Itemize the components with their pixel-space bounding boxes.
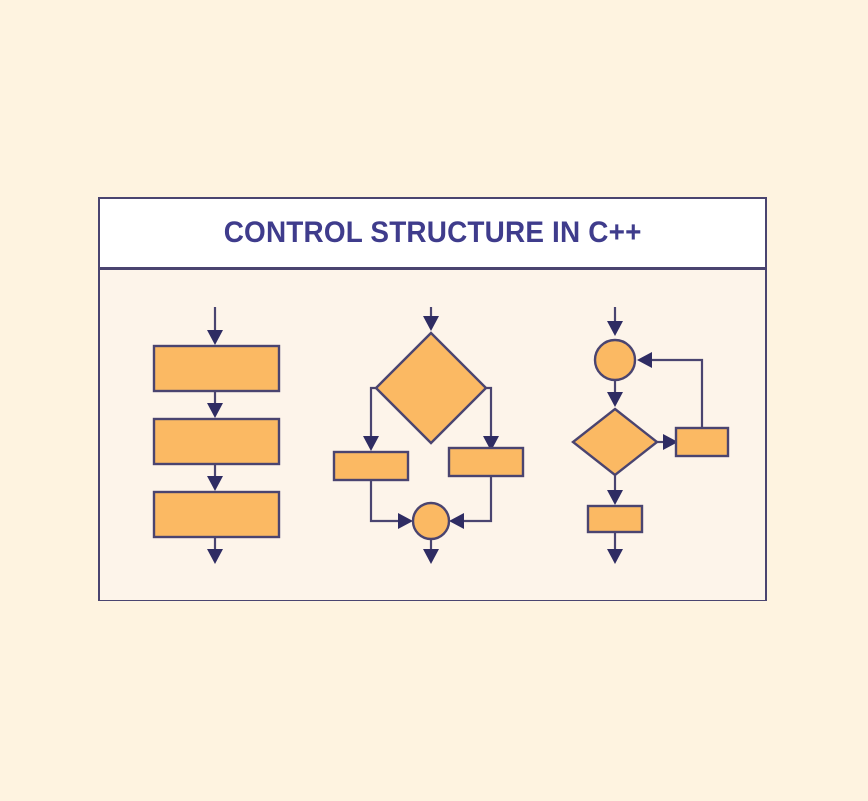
- loop-exit-process: [586, 504, 644, 534]
- connector-to-condition: [607, 380, 623, 407]
- left-branch-to-merge: [369, 480, 413, 529]
- sequence-process-1: [152, 344, 281, 393]
- selection-merge-connector: [411, 501, 451, 541]
- loop-body-process: [674, 426, 730, 458]
- right-branch-to-merge: [449, 476, 493, 529]
- condition-to-exit-process: [607, 475, 623, 505]
- exit-arrow-from-process-3: [207, 537, 223, 564]
- exit-arrow-from-exit-process: [607, 532, 623, 564]
- sequence-process-2: [152, 417, 281, 466]
- sequence-structure-group: [152, 307, 281, 564]
- selection-decision: [374, 331, 488, 445]
- exit-arrow-from-merge: [423, 539, 439, 564]
- sequence-process-3: [152, 490, 281, 539]
- selection-false-branch: [447, 446, 525, 478]
- panel-header: CONTROL STRUCTURE IN C++: [100, 199, 765, 270]
- condition-to-loop-body: [657, 434, 678, 450]
- diagram-panel: CONTROL STRUCTURE IN C++: [98, 197, 767, 601]
- entry-arrow-into-process-1: [207, 307, 223, 345]
- selection-structure-group: [332, 307, 525, 564]
- entry-arrow-into-decision: [423, 307, 439, 331]
- arrow-process-2-to-process-3: [207, 464, 223, 491]
- page-title: CONTROL STRUCTURE IN C++: [223, 216, 642, 249]
- loop-entry-connector: [593, 338, 637, 382]
- entry-arrow-into-connector: [607, 307, 623, 336]
- repetition-structure-group: [571, 307, 730, 564]
- flowchart-diagram: [152, 307, 730, 564]
- decision-to-right-branch: [483, 386, 499, 451]
- arrow-process-1-to-process-2: [207, 391, 223, 418]
- loop-body-back-to-connector: [637, 352, 704, 428]
- decision-to-left-branch: [363, 386, 379, 451]
- selection-true-branch: [332, 450, 410, 482]
- loop-condition: [571, 407, 659, 477]
- panel-body: [100, 270, 765, 600]
